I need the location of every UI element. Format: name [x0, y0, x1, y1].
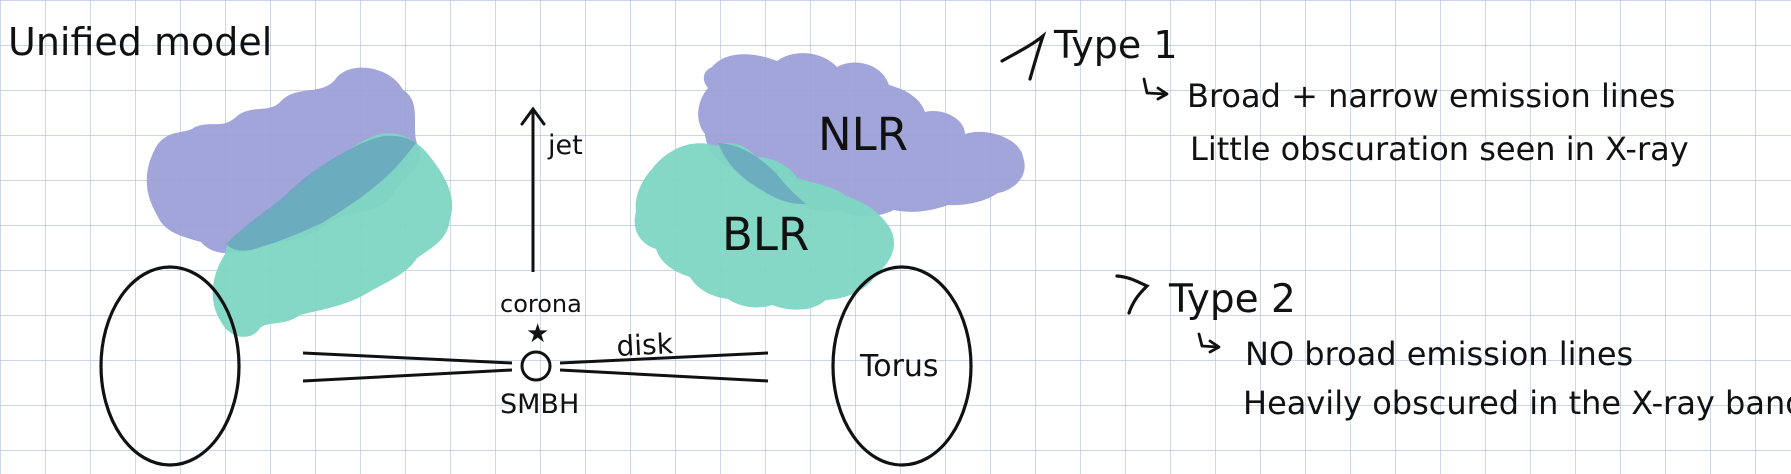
jet-arrow [520, 106, 546, 272]
right-overlap-region [718, 143, 806, 205]
type2-line2: Heavily obscured in the X-ray band [1243, 384, 1791, 422]
type1-line2: Little obscuration seen in X-ray [1190, 130, 1689, 168]
type2-heading: Type 2 [1168, 277, 1296, 322]
eye-arrow-icon [1115, 274, 1150, 315]
smbh-label: SMBH [500, 389, 579, 420]
return-arrow-icon [1197, 332, 1220, 349]
accretion-disk [302, 351, 769, 383]
return-arrow-icon [1142, 77, 1168, 96]
left-clouds [146, 67, 453, 337]
smbh-circle [520, 350, 552, 382]
type2-line1: NO broad emission lines [1245, 335, 1633, 373]
star-icon: ★ [526, 319, 549, 349]
jet-label: jet [547, 130, 583, 161]
nlr-label: NLR [818, 108, 908, 161]
type1-line1: Broad + narrow emission lines [1187, 77, 1675, 115]
eye-arrow-icon [1000, 31, 1047, 81]
disk-label: disk [616, 327, 675, 363]
type2-section: Type 2 NO broad emission lines Heavily o… [1115, 274, 1791, 422]
return-arrow-icon [1208, 339, 1221, 354]
type1-heading: Type 1 [1053, 23, 1178, 67]
diagram-title: Unified model [8, 20, 272, 64]
corona-label: corona [500, 290, 582, 318]
type1-section: Type 1 Broad + narrow emission lines Lit… [1000, 23, 1689, 168]
right-clouds [634, 53, 1025, 310]
blr-label: BLR [722, 208, 809, 261]
left-torus-ellipse [99, 265, 241, 467]
return-arrow-icon [1156, 86, 1169, 101]
lower-left-cloud [212, 133, 453, 337]
torus-label: Torus [859, 349, 939, 384]
broad-line-region-cloud [634, 143, 895, 310]
right-torus-ellipse [831, 265, 973, 467]
left-overlap-region [226, 135, 416, 251]
